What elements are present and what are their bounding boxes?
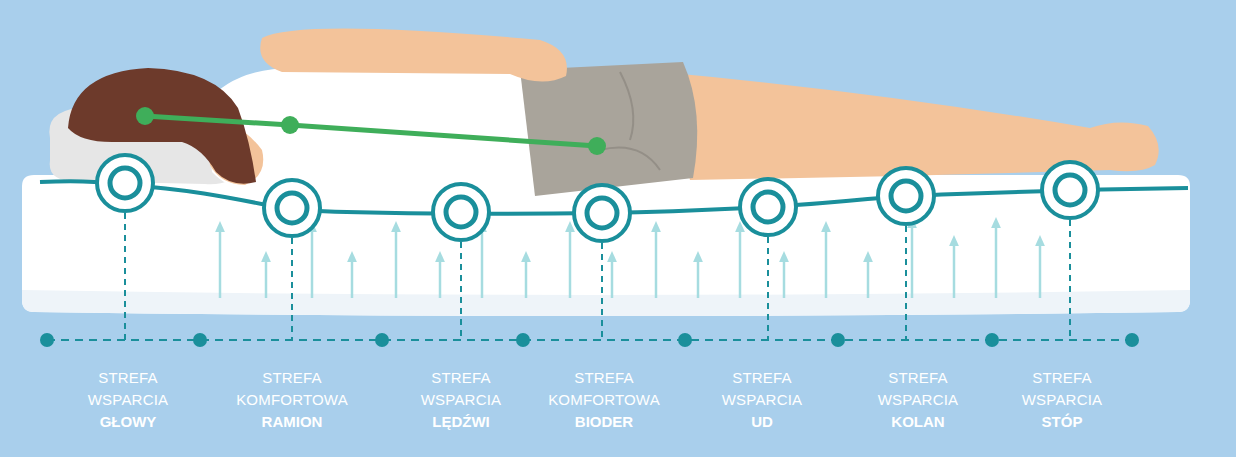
baseline-dot [375,333,389,347]
baseline-dot [516,333,530,347]
person [49,28,1158,202]
support-arrows [220,222,1040,298]
support-arrow [311,226,314,298]
baseline-dot [985,333,999,347]
support-arrow [995,222,998,298]
support-arrow [783,256,786,298]
arm [260,28,567,81]
zone-leader [460,242,462,340]
support-arrow [867,256,870,298]
hair [68,68,256,184]
zone-ring [740,179,796,235]
zone-leader [905,226,907,340]
support-arrow [395,226,398,298]
support-arrow [439,256,442,298]
zone-ring [97,155,153,211]
zone-leader [601,243,603,340]
zone-label: STREFA KOMFORTOWA [548,367,660,411]
baseline-dot [678,333,692,347]
support-arrow [481,226,484,298]
zone-name: UD [751,411,773,433]
support-arrow [611,256,614,298]
baseline-dot [40,333,54,347]
shorts-seam [600,72,660,170]
zone-ring [433,184,489,240]
support-arrow [911,222,914,298]
zone-label: STREFA WSPARCIA [421,367,502,411]
support-arrow [697,256,700,298]
zone-leader [767,237,769,340]
baseline [47,339,1132,341]
support-arrow [265,256,268,298]
zone-label: STREFA KOMFORTOWA [236,367,348,411]
zone-leader [291,238,293,340]
support-arrow [219,226,222,298]
support-arrow [825,226,828,298]
zone-leader [1069,220,1071,340]
zone-ring [264,180,320,236]
support-arrow [569,226,572,298]
support-arrow [351,256,354,298]
shirt [205,68,555,202]
zone-markers [97,155,1098,241]
zone-label: STREFA WSPARCIA [878,367,959,411]
zone-name: STÓP [1042,411,1083,433]
support-arrow [1039,240,1042,298]
zone-ring [878,168,934,224]
zone-name: BIODER [575,411,633,433]
support-arrow [525,256,528,298]
support-arrow [953,240,956,298]
zone-label: STREFA WSPARCIA [88,367,169,411]
support-arrow [739,226,742,298]
zone-name: LĘDŹWI [432,411,490,433]
support-arrow [655,226,658,298]
shorts [520,62,697,196]
baseline-dot [831,333,845,347]
baseline-dot [1125,333,1139,347]
zone-name: GŁOWY [100,411,157,433]
zone-ring [574,185,630,241]
zone-leader [124,213,126,340]
mattress [22,175,1190,316]
zone-label: STREFA WSPARCIA [1022,367,1103,411]
zone-ring [1042,162,1098,218]
baseline-dot [193,333,207,347]
mattress-shade [22,290,1190,316]
spine-line [136,107,606,155]
zone-name: KOLAN [891,411,944,433]
zone-label: STREFA WSPARCIA [722,367,803,411]
zone-name: RAMION [262,411,323,433]
